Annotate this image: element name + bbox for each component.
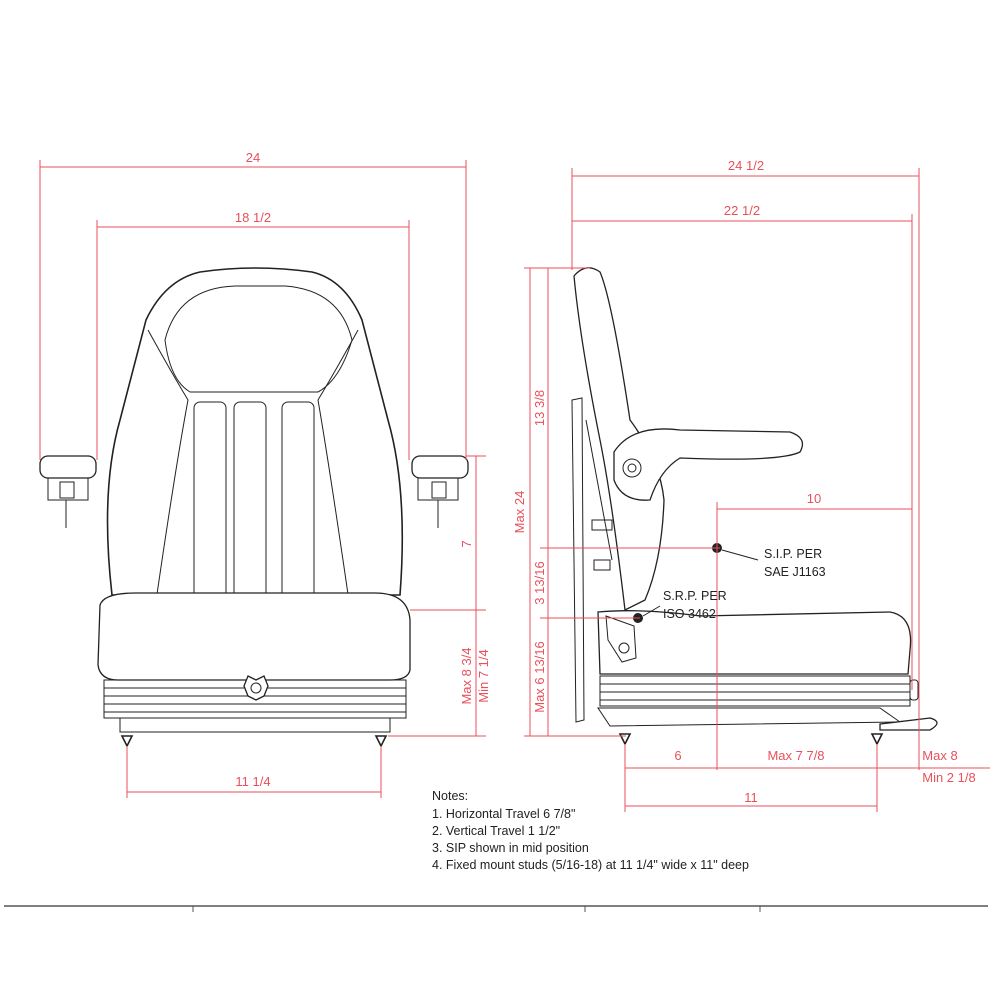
srp-label-line-2: ISO 3462 [663,607,716,621]
sip-label-line-1: S.I.P. PER [764,547,822,561]
front-rib-3 [281,401,315,611]
dim-slide-max: Max 8 [922,748,957,763]
notes-title: Notes: [432,789,468,803]
armrest-left-bracket [47,477,89,501]
height-adjust-knob [243,675,269,701]
dim-cushion-max: Max 8 3/4 [459,647,474,704]
note-item: 3. SIP shown in mid position [432,841,589,855]
side-armrest [613,428,804,501]
dim-base-height: Max 6 13/16 [532,641,547,713]
armrest-right-bracket [417,477,459,501]
dim-overall-height: Max 24 [512,491,527,534]
dim-sip-to-front: 10 [807,491,821,506]
front-rib-2 [233,401,267,611]
armrest-right [411,455,469,479]
armrest-pivot [622,458,642,478]
stud-left [120,735,134,748]
sip-label-line-2: SAE J1163 [764,565,826,579]
side-view-seat [571,267,938,746]
srp-label-line-1: S.R.P. PER [663,589,727,603]
dim-overall-width: 24 [246,150,260,165]
armrest-left [39,455,97,479]
front-view-seat [39,267,469,748]
dim-overall-depth: 24 1/2 [728,158,764,173]
dim-back-height: 13 3/8 [532,390,547,426]
front-headrest-panel [164,285,353,393]
stud-right [374,735,388,748]
side-stud-front [870,733,884,746]
dim-stud-offset: 6 [674,748,681,763]
slide-knob [909,679,919,701]
note-item: 1. Horizontal Travel 6 7/8" [432,807,575,821]
dim-stud-depth: 11 [744,790,758,805]
note-item: 4. Fixed mount studs (5/16-18) at 11 1/4… [432,858,749,872]
front-mount-rail [119,717,391,733]
dim-depth-to-sip: 22 1/2 [724,203,760,218]
side-rail [597,707,902,727]
dim-back-width: 18 1/2 [235,210,271,225]
front-backrest [106,267,404,596]
front-seat-cushion [97,592,411,681]
front-bolster-left [147,329,189,609]
dim-travel-forward: Max 7 7/8 [767,748,824,763]
side-back-plate [571,397,585,723]
dim-slide-min: Min 2 1/8 [922,770,975,785]
side-backrest [573,267,665,611]
slide-lever [879,717,938,731]
dim-armrest-height: 7 [459,540,474,547]
title-block-border [4,905,988,912]
side-suspension [599,675,911,707]
side-view-dimensions [524,168,990,812]
recline-bracket [605,615,637,663]
side-stud-rear [618,733,632,746]
dim-cushion-min: Min 7 1/4 [476,649,491,702]
side-seat-cushion [597,610,912,675]
notes-block: Notes: 1. Horizontal Travel 6 7/8" 2. Ve… [432,789,749,872]
front-rib-1 [193,401,227,611]
front-view-dimensions [39,160,486,798]
dim-stud-width: 11 1/4 [235,774,270,789]
dim-sip-height: 3 13/16 [532,561,547,604]
front-bolster-right [317,329,359,609]
note-item: 2. Vertical Travel 1 1/2" [432,824,560,838]
